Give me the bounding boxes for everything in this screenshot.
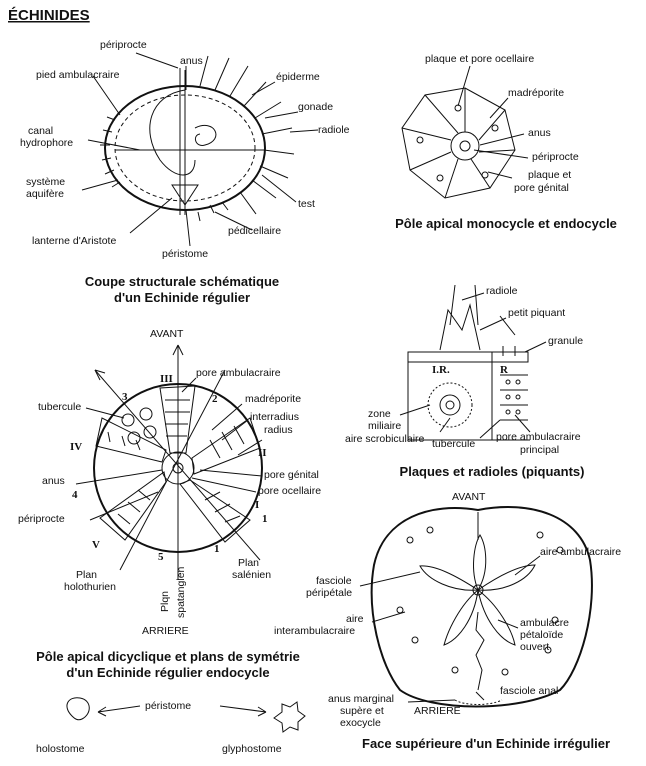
- label-aquifere: aquifère: [26, 188, 64, 200]
- label-tubercule-plaques: tubercule: [432, 438, 475, 450]
- label-pore-ambulacraire-dicyclique: pore ambulacraire: [196, 367, 281, 379]
- label-arriere-irregulier: ARRIERE: [414, 705, 461, 717]
- label-gonade: gonade: [298, 101, 333, 113]
- label-pore-ocellaire-dicyclique: pore ocellaire: [258, 485, 321, 497]
- label-periprocte-mono: périprocte: [532, 151, 579, 163]
- label-avant-dicyclique: AVANT: [150, 328, 184, 340]
- label-holothurien: holothurien: [64, 581, 116, 593]
- irregulier-diagram: AVANT aire ambulacraire fasciole péripét…: [274, 491, 621, 751]
- num-1-bis: 1: [214, 543, 220, 555]
- label-test: test: [298, 198, 315, 210]
- label-hydrophore: hydrophore: [20, 137, 73, 149]
- irregulier-title: Face supérieure d'un Echinide irrégulier: [362, 736, 610, 751]
- label-anus-mono: anus: [528, 127, 551, 139]
- label-aire-ambulacraire: aire ambulacraire: [540, 546, 621, 558]
- label-aire-scrobiculaire: aire scrobiculaire: [345, 433, 425, 445]
- dicyclique-title-line1: Pôle apical dicyclique et plans de symét…: [36, 649, 300, 664]
- label-fasciole-anal: fasciole anal: [500, 685, 558, 697]
- sea-urchin-section-drawing: [100, 55, 295, 222]
- roman-V: V: [92, 539, 100, 551]
- label-interambulacraire: interambulacraire: [274, 625, 355, 637]
- label-plan-holothurien: Plan: [76, 569, 97, 581]
- label-plan-salenien: Plan: [238, 557, 259, 569]
- label-salenien: salénien: [232, 569, 271, 581]
- roman-IV: IV: [70, 441, 82, 453]
- apical-mono-title: Pôle apical monocycle et endocycle: [395, 216, 617, 231]
- num-4: 4: [72, 489, 78, 501]
- label-radiole-plaques: radiole: [486, 285, 518, 297]
- label-glyphostome: glyphostome: [222, 743, 282, 755]
- label-madreporite-dicyclique: madréporite: [245, 393, 301, 405]
- label-plaque-pore-ocellaire: plaque et pore ocellaire: [425, 53, 534, 65]
- label-plan-spatangien-a: Plqn: [159, 591, 171, 612]
- label-petaloide: pétaloïde: [520, 629, 563, 641]
- label-fasciole: fasciole: [316, 575, 352, 587]
- peristome-types-diagram: péristome holostome glyphostome: [36, 697, 306, 755]
- roman-III: III: [160, 373, 173, 385]
- label-madreporite-mono: madréporite: [508, 87, 564, 99]
- num-5: 5: [158, 551, 164, 563]
- label-supere-et: supère et: [340, 705, 384, 717]
- label-periprocte-dicyclique: périprocte: [18, 513, 65, 525]
- roman-II: II: [258, 447, 267, 459]
- label-pore-genital-mono: pore génital: [514, 182, 569, 194]
- label-interradius: interradius: [250, 411, 299, 423]
- roman-I: I: [255, 499, 259, 511]
- coupe-title-line1: Coupe structurale schématique: [85, 274, 279, 289]
- label-arriere-dicyclique: ARRIERE: [142, 625, 189, 637]
- label-systeme: système: [26, 176, 65, 188]
- label-pied-ambulacraire: pied ambulacraire: [36, 69, 120, 81]
- label-pore-ambulacraire-plaques: pore ambulacraire: [496, 431, 581, 443]
- label-avant-irregulier: AVANT: [452, 491, 486, 503]
- label-tubercule-dicyclique: tubercule: [38, 401, 81, 413]
- coupe-title-line2: d'un Echinide régulier: [114, 290, 250, 305]
- label-periprocte: périprocte: [100, 39, 147, 51]
- dicyclique-title-line2: d'un Echinide régulier endocycle: [66, 665, 269, 680]
- holostome-shape: [66, 697, 90, 721]
- glyphostome-shape: [273, 701, 306, 733]
- label-petit-piquant: petit piquant: [508, 307, 565, 319]
- num-1: 1: [262, 513, 268, 525]
- label-peripetale: péripétale: [306, 587, 352, 599]
- label-zone: zone: [368, 408, 391, 420]
- num-3: 3: [122, 391, 128, 403]
- label-aire: aire: [346, 613, 364, 625]
- irregular-urchin-drawing: [370, 506, 593, 708]
- label-radiole: radiole: [318, 124, 350, 136]
- coupe-structurale-diagram: périprocte anus pied ambulacraire épider…: [20, 39, 350, 305]
- label-ouvert: ouvert: [520, 641, 549, 653]
- label-ambulacre: ambulacre: [520, 617, 569, 629]
- label-canal: canal: [28, 125, 53, 137]
- label-miliaire: miliaire: [368, 420, 401, 432]
- label-plaque-et: plaque et: [528, 169, 571, 181]
- label-pore-genital-dicyclique: pore génital: [264, 469, 319, 481]
- label-radius: radius: [264, 424, 293, 436]
- label-peristome: péristome: [162, 248, 208, 260]
- apical-monocycle-diagram: plaque et pore ocellaire madréporite anu…: [395, 53, 617, 231]
- apical-dicyclique-diagram: AVANT pore ambulacraire madréporite inte…: [18, 328, 321, 680]
- label-plan-spatangien-b: spatangien: [175, 566, 187, 618]
- plaques-title: Plaques et radioles (piquants): [400, 464, 585, 479]
- label-granule: granule: [548, 335, 583, 347]
- label-principal: principal: [520, 444, 559, 456]
- label-peristome-center: péristome: [145, 700, 191, 712]
- label-ir: I.R.: [432, 364, 450, 376]
- page-title: ÉCHINIDES: [8, 7, 90, 24]
- num-2: 2: [212, 393, 218, 405]
- label-epiderme: épiderme: [276, 71, 320, 83]
- label-lanterne: lanterne d'Aristote: [32, 235, 116, 247]
- plates-drawing: [407, 284, 530, 441]
- plaques-radioles-diagram: radiole petit piquant granule I.R. R zon…: [345, 284, 585, 479]
- apical-dicyclic-drawing: [93, 344, 263, 580]
- label-exocycle: exocycle: [340, 717, 381, 729]
- label-anus-dicyclique: anus: [42, 475, 65, 487]
- label-holostome: holostome: [36, 743, 85, 755]
- label-anus-marginal: anus marginal: [328, 693, 394, 705]
- label-r: R: [500, 364, 509, 376]
- label-pedicellaire: pédicellaire: [228, 225, 281, 237]
- label-anus: anus: [180, 55, 203, 67]
